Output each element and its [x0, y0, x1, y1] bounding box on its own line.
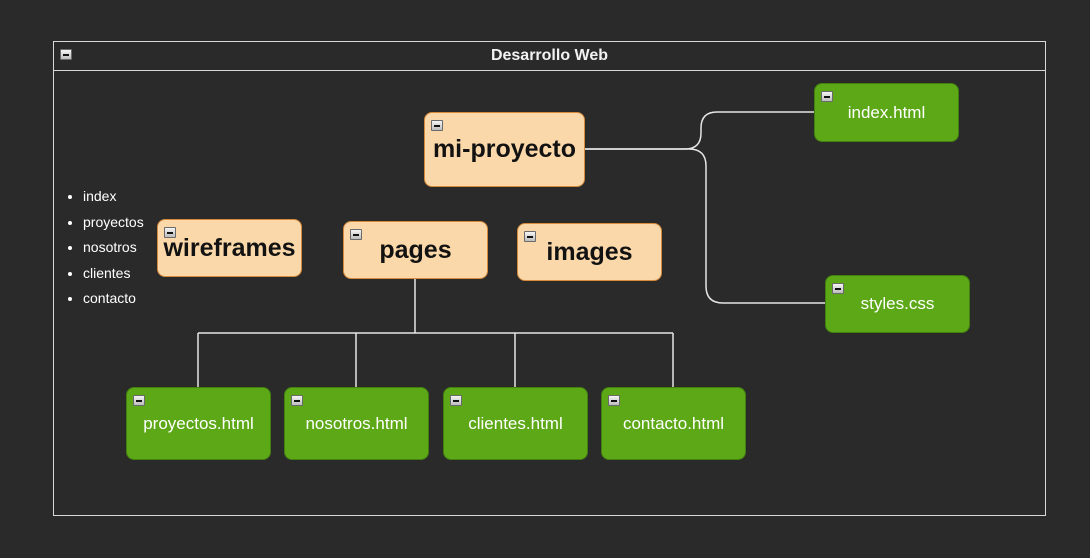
node-label: mi-proyecto	[432, 135, 577, 163]
node-label: pages	[379, 235, 452, 264]
file-node-contacto-html[interactable]: contacto.html	[601, 387, 746, 460]
folder-node-images[interactable]: images	[517, 223, 662, 281]
collapse-icon[interactable]	[60, 49, 72, 60]
desarrollo-web-container: Desarrollo Web	[53, 41, 1046, 516]
file-node-proyectos-html[interactable]: proyectos.html	[126, 387, 271, 460]
file-node-nosotros-html[interactable]: nosotros.html	[284, 387, 429, 460]
page-list: index proyectos nosotros clientes contac…	[68, 184, 144, 312]
collapse-icon[interactable]	[291, 395, 303, 406]
node-label: index.html	[847, 102, 926, 122]
file-node-styles-css[interactable]: styles.css	[825, 275, 970, 333]
collapse-icon[interactable]	[164, 227, 176, 238]
collapse-icon[interactable]	[608, 395, 620, 406]
node-label: nosotros.html	[305, 413, 408, 433]
container-title: Desarrollo Web	[490, 47, 609, 64]
node-label: styles.css	[860, 294, 935, 313]
folder-node-wireframes[interactable]: wireframes	[157, 219, 302, 277]
node-label: proyectos.html	[143, 413, 254, 433]
collapse-icon[interactable]	[832, 283, 844, 294]
node-label: wireframes	[163, 233, 296, 262]
collapse-icon[interactable]	[350, 229, 362, 240]
collapse-icon[interactable]	[431, 120, 443, 131]
list-item: nosotros	[83, 235, 144, 261]
list-item: clientes	[83, 261, 144, 287]
collapse-icon[interactable]	[524, 231, 536, 242]
folder-node-mi-proyecto[interactable]: mi-proyecto	[424, 112, 585, 187]
container-header: Desarrollo Web	[54, 42, 1045, 71]
edge-root-styles	[585, 148, 826, 304]
node-label: clientes.html	[468, 413, 563, 433]
list-item: contacto	[83, 286, 144, 312]
collapse-icon[interactable]	[450, 395, 462, 406]
edge-root-index	[585, 111, 815, 150]
collapse-icon[interactable]	[133, 395, 145, 406]
node-label: images	[546, 237, 633, 266]
collapse-icon[interactable]	[821, 91, 833, 102]
file-node-index-html[interactable]: index.html	[814, 83, 959, 142]
list-item: proyectos	[83, 210, 144, 236]
list-item: index	[83, 184, 144, 210]
node-label: contacto.html	[622, 413, 725, 433]
file-node-clientes-html[interactable]: clientes.html	[443, 387, 588, 460]
folder-node-pages[interactable]: pages	[343, 221, 488, 279]
